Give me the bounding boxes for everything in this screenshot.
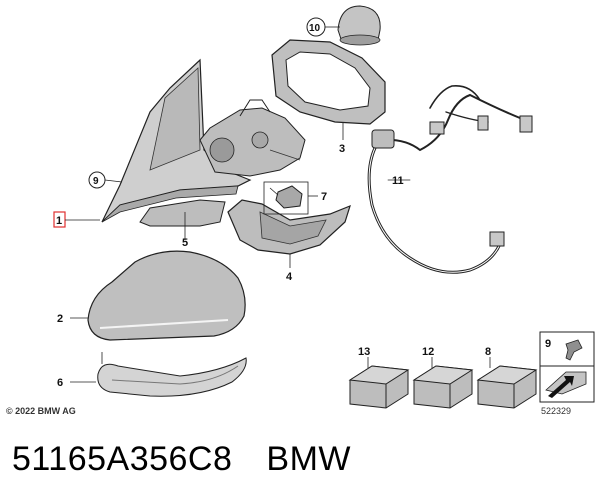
label-12: 12 <box>422 346 434 358</box>
part-adjustment-motor <box>324 5 381 46</box>
part-turn-signal-lens <box>70 352 247 397</box>
label-10: 10 <box>309 23 321 34</box>
label-9-callout: 9 <box>93 176 99 187</box>
label-9-panel: 9 <box>545 338 551 350</box>
reference-number: 522329 <box>541 406 572 416</box>
part-box-8 <box>476 357 538 409</box>
label-1: 1 <box>56 215 62 227</box>
part-mirror-bracket <box>199 99 306 177</box>
callout-9 <box>88 171 123 189</box>
label-6: 6 <box>57 377 63 389</box>
part-turn-signal-housing <box>227 199 351 268</box>
highlight-box <box>53 211 66 228</box>
label-4: 4 <box>286 271 293 283</box>
brand-name: BMW <box>266 440 351 478</box>
label-13: 13 <box>358 346 370 358</box>
part-mirror-frame <box>271 39 386 140</box>
part-mirror-housing <box>101 58 252 223</box>
label-2: 2 <box>57 313 63 325</box>
part-box-12 <box>412 357 474 409</box>
label-5: 5 <box>182 237 188 249</box>
footer: 51165A356C8 BMW <box>12 440 351 479</box>
part-mirror-cap <box>70 250 246 341</box>
label-11: 11 <box>392 175 404 187</box>
part-wiring-harness <box>367 84 533 274</box>
part-number: 51165A356C8 <box>12 440 233 478</box>
label-8: 8 <box>485 346 491 358</box>
part-screw-panel <box>539 331 595 403</box>
callout-10 <box>306 17 326 37</box>
label-3: 3 <box>339 143 345 155</box>
part-actuator <box>263 181 318 215</box>
part-box-13 <box>348 357 410 409</box>
label-7: 7 <box>321 191 327 203</box>
part-base-plate <box>139 199 226 240</box>
copyright: © 2022 BMW AG <box>6 406 76 416</box>
